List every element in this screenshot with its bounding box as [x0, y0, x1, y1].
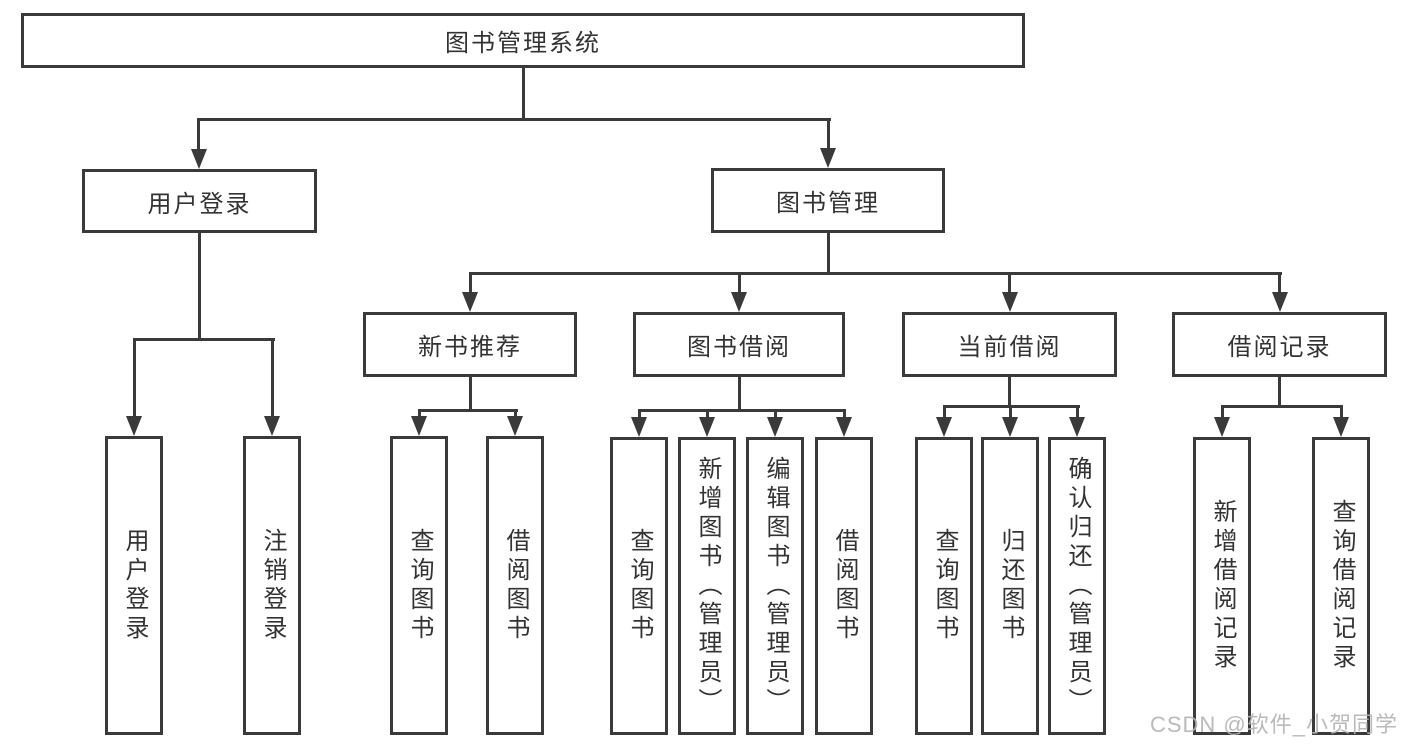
- node-user-login: 用户登录: [82, 169, 317, 233]
- connector-line: [1339, 405, 1343, 420]
- arrowhead-icon: [936, 417, 952, 437]
- arrowhead-icon: [462, 292, 478, 312]
- arrowhead-icon: [767, 417, 783, 437]
- arrowhead-icon: [1069, 417, 1085, 437]
- leaf-query-borrow-record: 查询借阅记录: [1312, 437, 1370, 735]
- arrowhead-icon: [1214, 417, 1230, 437]
- arrowhead-icon: [507, 416, 523, 436]
- leaf-query-book: 查询图书: [915, 437, 973, 735]
- node-current-borrow: 当前借阅: [902, 312, 1117, 377]
- connector-line: [468, 377, 472, 412]
- leaf-add-book-admin: 新增图书（管理员）: [678, 437, 736, 735]
- connector-line: [826, 233, 830, 275]
- arrowhead-icon: [1271, 292, 1288, 312]
- connector-line: [1008, 405, 1012, 420]
- connector-line: [1008, 272, 1011, 295]
- connector-line: [468, 272, 472, 295]
- leaf-edit-book-admin: 编辑图书（管理员）: [746, 437, 804, 735]
- connector-line: [737, 377, 741, 412]
- connector-line: [270, 338, 274, 419]
- connector-line: [521, 68, 525, 121]
- connector-line: [417, 409, 518, 412]
- connector-line: [773, 409, 777, 420]
- connector-line: [198, 233, 201, 341]
- connector-line: [1075, 405, 1079, 420]
- connector-line: [1220, 405, 1224, 420]
- connector-line: [1008, 377, 1011, 408]
- connector-line: [417, 409, 421, 419]
- connector-line: [1220, 405, 1343, 408]
- node-book-management: 图书管理: [711, 168, 945, 233]
- arrowhead-icon: [699, 417, 715, 437]
- csdn-watermark: CSDN @软件_小贺同学: [1149, 712, 1398, 737]
- connector-line: [705, 409, 709, 420]
- connector-line: [826, 118, 830, 151]
- arrowhead-icon: [264, 416, 280, 436]
- connector-line: [197, 118, 200, 152]
- arrowhead-icon: [190, 149, 207, 169]
- connector-line: [637, 409, 641, 420]
- connector-line: [132, 338, 136, 419]
- arrowhead-icon: [731, 292, 747, 312]
- arrowhead-icon: [1001, 292, 1018, 312]
- connector-line: [132, 338, 275, 341]
- arrowhead-icon: [836, 417, 852, 437]
- arrowhead-icon: [820, 148, 836, 168]
- arrowhead-icon: [1333, 417, 1349, 437]
- leaf-return-book: 归还图书: [981, 437, 1039, 735]
- connector-line: [1278, 377, 1281, 408]
- connector-line: [468, 272, 1282, 275]
- node-root: 图书管理系统: [21, 13, 1025, 68]
- connector-line: [737, 272, 741, 295]
- leaf-user-login: 用户登录: [105, 436, 163, 735]
- arrowhead-icon: [411, 416, 427, 436]
- node-book-borrow: 图书借阅: [633, 312, 845, 377]
- connector-line: [1278, 272, 1281, 295]
- leaf-logout: 注销登录: [243, 436, 301, 735]
- leaf-query-book: 查询图书: [390, 436, 448, 735]
- arrowhead-icon: [631, 417, 647, 437]
- leaf-confirm-return-admin: 确认归还（管理员）: [1048, 437, 1106, 735]
- connector-line: [942, 405, 946, 420]
- arrowhead-icon: [126, 416, 142, 436]
- connector-line: [513, 409, 517, 419]
- node-borrow-records: 借阅记录: [1172, 312, 1387, 377]
- leaf-query-book: 查询图书: [610, 437, 668, 735]
- connector-line: [196, 118, 831, 121]
- arrowhead-icon: [1002, 417, 1018, 437]
- leaf-add-borrow-record: 新增借阅记录: [1193, 437, 1251, 735]
- connector-line: [637, 409, 846, 412]
- connector-line: [842, 409, 846, 420]
- leaf-borrow-book: 借阅图书: [815, 437, 873, 735]
- leaf-borrow-book: 借阅图书: [486, 436, 544, 735]
- node-new-book-recommend: 新书推荐: [363, 312, 577, 377]
